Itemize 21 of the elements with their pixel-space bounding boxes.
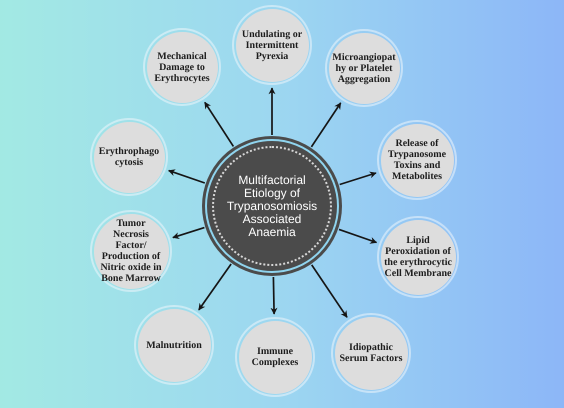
arrow [339,172,377,186]
factor-label: Lipid Peroxidation of the erythrocytic Cell Membrane [383,235,453,279]
arrow [270,276,278,315]
arrow [310,102,342,148]
hub-label: Multifactorial Etiology of Trypanosomiosis Associated Anaemia [226,174,318,238]
factor-label: Malnutrition [146,340,202,350]
factor-label: Immune Complexes [250,346,300,368]
factor-label: Idiopathic Serum Factors [338,342,404,364]
factor-label: Undulating or Intermittent Pyrexia [240,28,304,62]
factor-label: Mechanical Damage to Erythrocytes [153,50,211,84]
factor-label: Release of Trypanosome Toxins and Metabolites [386,138,448,182]
arrow [204,102,234,147]
arrow [172,226,205,240]
factor-label: Microangiopat hy or Platelet Aggregation [331,52,397,84]
arrow [268,87,276,135]
arrow [338,228,378,244]
factor-label: Erythrophago cytosis [98,146,160,168]
arrow [168,169,206,184]
arrow [198,264,232,310]
arrow [311,264,348,318]
factor-label: Tumor Necrosis Factor/ Production of Nitric oxide in Bone Marrow [99,218,163,284]
